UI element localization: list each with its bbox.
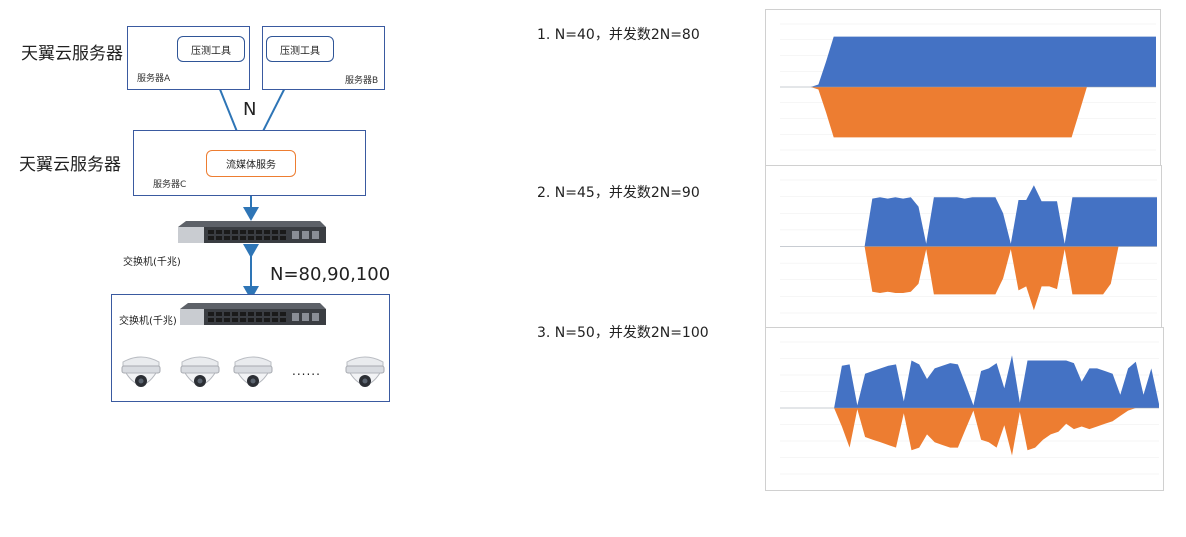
server-a-tool: 压测工具	[177, 36, 245, 62]
series-area-upper	[780, 36, 1156, 87]
series-area-lower	[780, 246, 1157, 311]
network-io-chart-2-plot	[780, 179, 1157, 314]
series-area-upper	[780, 185, 1157, 247]
network-io-chart-2	[765, 165, 1162, 330]
server-b-tool: 压测工具	[266, 36, 334, 62]
series-area-lower	[780, 408, 1159, 456]
series-area-upper	[780, 355, 1159, 408]
result-caption-3: 3. N=50，并发数2N=100	[537, 325, 709, 341]
server-b-box: 压测工具 服务器B	[262, 26, 385, 90]
server-c-box: 流媒体服务 服务器C	[133, 130, 366, 196]
server-c-name: 服务器C	[153, 180, 187, 190]
edge-n-values-label: N=80,90,100	[270, 264, 391, 285]
switch-top-graphic	[178, 221, 326, 243]
server-c-service: 流媒体服务	[206, 150, 296, 177]
switch-bottom-label: 交换机(千兆)	[119, 316, 177, 327]
server-c-service-label: 流媒体服务	[226, 160, 276, 171]
switch-top-label: 交换机(千兆)	[123, 257, 181, 268]
result-caption-1: 1. N=40，并发数2N=80	[537, 27, 700, 43]
server-a-box: 压测工具 服务器A	[127, 26, 250, 90]
server-b-tool-label: 压测工具	[280, 45, 320, 57]
network-io-chart-1-plot	[780, 23, 1156, 151]
server-a-tool-label: 压测工具	[191, 45, 231, 57]
camera-ellipsis: ......	[292, 364, 321, 378]
switch-bottom	[178, 301, 328, 331]
series-area-lower	[780, 87, 1156, 138]
cloud-label-mid: 天翼云服务器	[19, 155, 121, 175]
network-io-chart-1	[765, 9, 1161, 167]
server-b-name: 服务器B	[345, 76, 379, 86]
switch-bottom-graphic	[180, 303, 326, 325]
edge-n-label: N	[243, 99, 257, 120]
network-io-chart-3-plot	[780, 341, 1159, 475]
network-io-chart-3	[765, 327, 1164, 491]
result-caption-2: 2. N=45，并发数2N=90	[537, 185, 700, 201]
cloud-label-top: 天翼云服务器	[21, 44, 123, 64]
switch-top	[176, 219, 328, 249]
diagram-arrows	[144, 61, 366, 355]
server-a-name: 服务器A	[137, 74, 171, 84]
